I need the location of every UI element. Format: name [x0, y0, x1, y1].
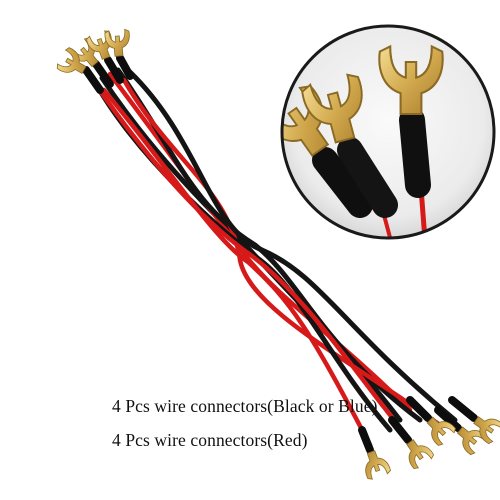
wire-bundle: [87, 67, 458, 448]
caption-black-or-blue: 4 Pcs wire connectors(Black or Blue): [112, 396, 378, 416]
closeup-inset: [280, 24, 496, 240]
bottom-sleeves: [358, 396, 478, 454]
spade-terminal-icon: [359, 447, 392, 482]
caption-red: 4 Pcs wire connectors(Red): [112, 430, 308, 450]
top-sleeves: [82, 54, 134, 94]
